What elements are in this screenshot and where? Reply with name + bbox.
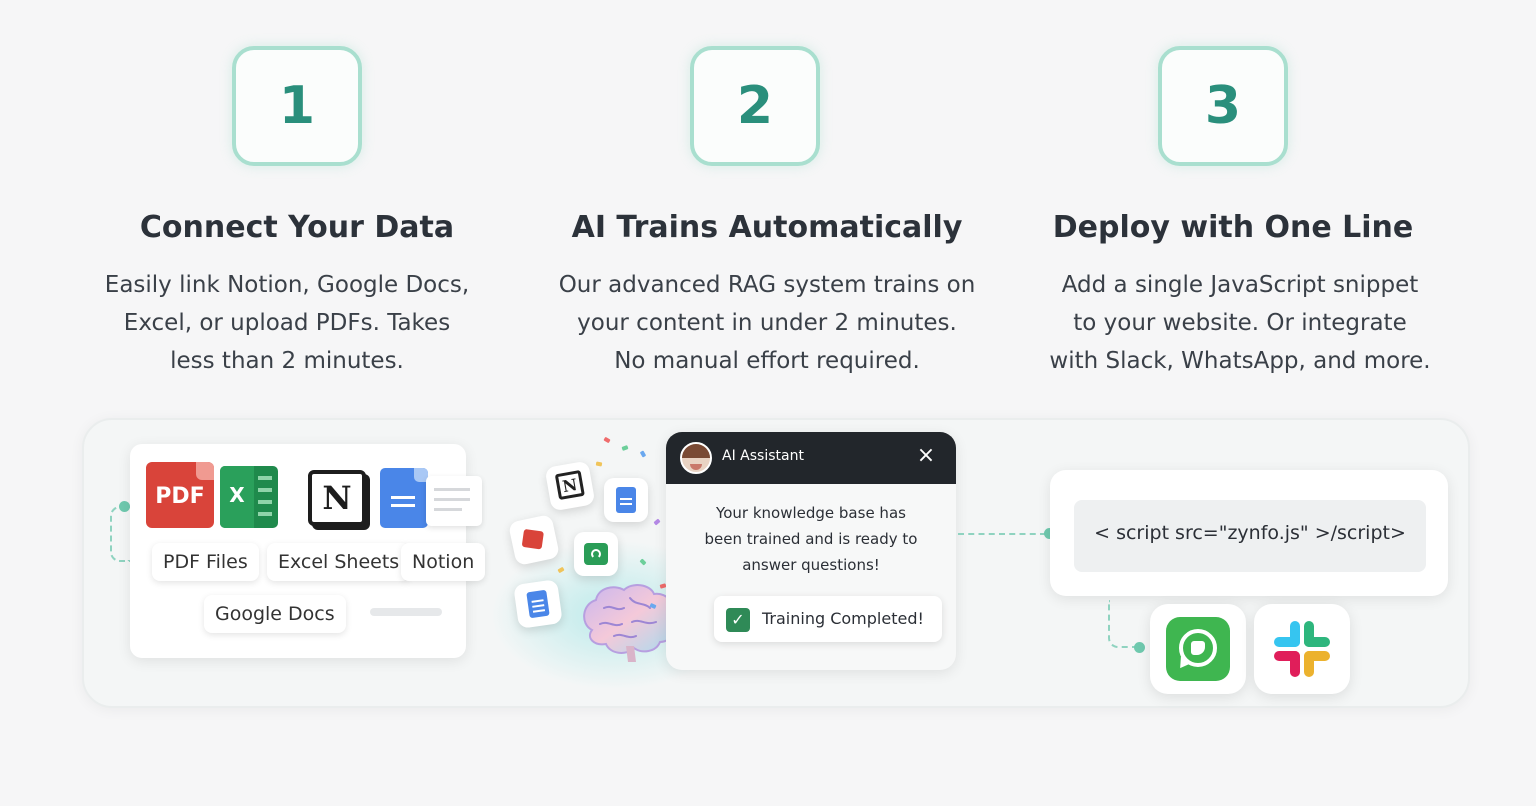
step-1-number: 1 xyxy=(232,46,362,166)
slack-tile[interactable] xyxy=(1254,604,1350,694)
floating-pdf-icon xyxy=(507,513,561,567)
avatar xyxy=(680,442,712,474)
step-1-title: Connect Your Data xyxy=(139,210,455,245)
source-pill-pdf[interactable]: PDF Files xyxy=(152,543,259,581)
document-preview-icon xyxy=(426,476,482,526)
floating-docs-icon xyxy=(604,478,648,522)
source-pill-excel[interactable]: Excel Sheets xyxy=(267,543,411,581)
slack-icon xyxy=(1270,617,1334,681)
step-3-title: Deploy with One Line xyxy=(1052,210,1414,245)
code-snippet-text: < script src="zynfo.js" >/script> xyxy=(1094,522,1406,544)
close-icon[interactable]: × xyxy=(916,443,936,468)
placeholder-bar xyxy=(370,608,442,616)
chat-header-title: AI Assistant xyxy=(722,448,804,464)
step-3-number: 3 xyxy=(1158,46,1288,166)
floating-notion-icon: N xyxy=(544,460,596,512)
step-1-description: Easily link Notion, Google Docs, Excel, … xyxy=(104,272,470,374)
snippet-connector-dot xyxy=(1044,528,1055,539)
chat-header: AI Assistant × xyxy=(666,432,956,484)
notion-icon-label: N xyxy=(322,479,352,517)
brain-illustration xyxy=(583,584,677,662)
pdf-file-icon: PDF xyxy=(146,462,214,528)
chat-window: AI Assistant × Your knowledge base has b… xyxy=(666,432,956,670)
left-connector-dot xyxy=(119,501,130,512)
floating-drive-icon xyxy=(574,532,618,576)
pdf-icon-label: PDF xyxy=(155,484,205,509)
checkmark-icon: ✓ xyxy=(726,608,750,632)
step-2-number: 2 xyxy=(690,46,820,166)
confetti-piece xyxy=(595,461,603,467)
chat-to-snippet-connector xyxy=(958,533,1046,535)
apps-connector-dot xyxy=(1134,642,1145,653)
code-snippet-box[interactable]: < script src="zynfo.js" >/script> xyxy=(1074,500,1426,572)
google-docs-icon xyxy=(380,468,428,528)
floating-notion-label: N xyxy=(554,469,585,501)
notion-icon: N xyxy=(308,470,366,526)
floating-docs-icon-2 xyxy=(513,579,563,629)
excel-file-icon: X xyxy=(220,466,278,528)
left-connector xyxy=(110,506,130,562)
source-pill-google-docs[interactable]: Google Docs xyxy=(204,595,346,633)
excel-icon-label: X xyxy=(229,483,245,507)
training-status-badge: ✓ Training Completed! xyxy=(714,596,942,642)
training-status-text: Training Completed! xyxy=(762,609,924,628)
code-snippet-card: < script src="zynfo.js" >/script> xyxy=(1050,470,1448,596)
chat-message: Your knowledge base has been trained and… xyxy=(704,504,918,574)
step-3-description: Add a single JavaScript snippet to your … xyxy=(1049,272,1431,374)
source-pill-notion[interactable]: Notion xyxy=(401,543,486,581)
snippet-to-apps-connector xyxy=(1108,600,1136,648)
step-2-description: Our advanced RAG system trains on your c… xyxy=(558,272,976,374)
whatsapp-icon xyxy=(1166,617,1230,681)
step-2-title: AI Trains Automatically xyxy=(571,210,963,245)
whatsapp-tile[interactable] xyxy=(1150,604,1246,694)
